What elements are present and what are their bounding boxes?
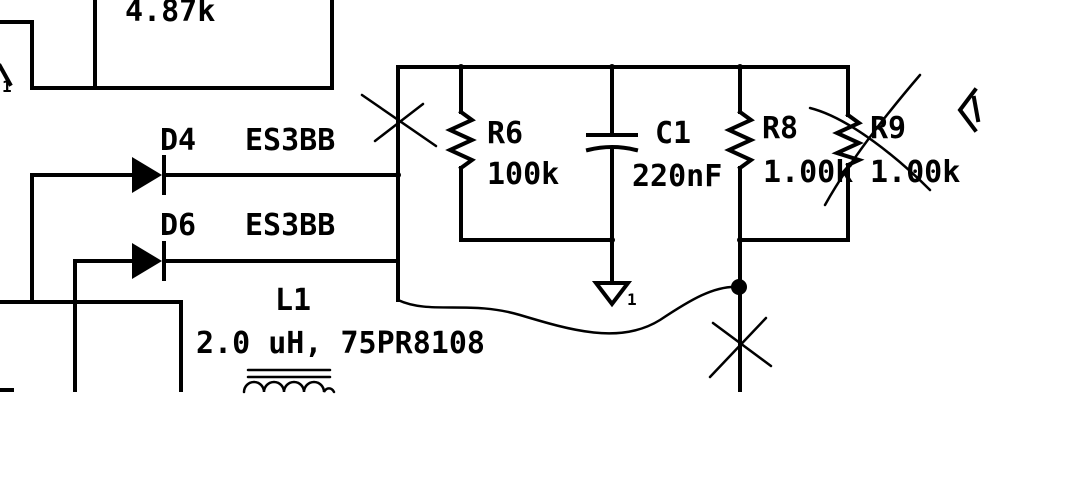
partial-symbol-right-edge bbox=[957, 87, 981, 133]
d4-ref-label: D4 bbox=[160, 123, 196, 158]
capacitor-c1-symbol bbox=[585, 133, 639, 153]
hand-drawn-jumper-wire bbox=[396, 285, 741, 335]
c1-value-label: 220nF bbox=[632, 159, 722, 194]
resistor-r6-symbol bbox=[445, 109, 477, 171]
r8-ref-label: R8 bbox=[762, 111, 798, 146]
ground-symbol-left bbox=[0, 63, 13, 87]
l1-value-label: 2.0 uH, 75PR8108 bbox=[196, 326, 485, 361]
no-connect-mark-top bbox=[360, 93, 438, 148]
junction-dots bbox=[395, 64, 747, 295]
ground-label-left: 1 bbox=[2, 77, 12, 96]
lower-left-wiring bbox=[0, 300, 183, 392]
r8-value-label: 1.00k bbox=[763, 155, 853, 190]
inductor-l1-symbol bbox=[242, 368, 336, 394]
d6-part-label: ES3BB bbox=[245, 208, 335, 243]
diode-d6-symbol bbox=[132, 241, 166, 281]
top-resistor-value: 4.87k bbox=[125, 0, 215, 29]
ground-symbol-c1 bbox=[591, 281, 633, 308]
ground-label-c1: 1 bbox=[627, 290, 637, 309]
d6-wiring bbox=[73, 259, 400, 392]
l1-ref-label: L1 bbox=[275, 283, 311, 318]
resistor-r9-symbol bbox=[831, 112, 865, 168]
c1-ref-label: C1 bbox=[655, 116, 691, 151]
resistor-r8-symbol bbox=[724, 109, 756, 171]
d4-part-label: ES3BB bbox=[245, 123, 335, 158]
r9-value-label: 1.00k bbox=[870, 155, 960, 190]
no-connect-mark-bottom bbox=[708, 316, 773, 379]
d4-wiring bbox=[30, 173, 400, 304]
r6-ref-label: R6 bbox=[487, 116, 523, 151]
d6-ref-label: D6 bbox=[160, 208, 196, 243]
r6-value-label: 100k bbox=[487, 157, 559, 192]
diode-d4-symbol bbox=[132, 155, 166, 195]
top-left-wiring bbox=[0, 0, 334, 90]
r9-strikeout-marks bbox=[808, 73, 932, 207]
rc-network-wiring bbox=[396, 65, 850, 392]
